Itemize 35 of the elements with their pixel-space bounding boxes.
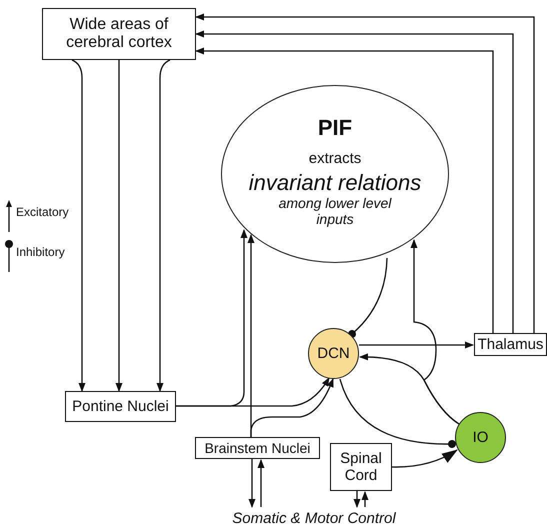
node-label: Spinal Cord [339, 450, 383, 484]
node-label: Thalamus [478, 336, 544, 354]
arrow [392, 449, 458, 468]
arrow [362, 491, 368, 507]
node-label: DCN [317, 344, 350, 362]
node-label: extracts [308, 150, 362, 168]
node-label: Brainstem Nuclei [204, 440, 310, 456]
circle-node [308, 328, 359, 379]
process-box [195, 437, 320, 459]
cortex-box [42, 8, 196, 60]
node-label: Wide areas of cerebral cortex [65, 16, 173, 52]
arrow [248, 459, 256, 508]
arrow [176, 229, 248, 407]
process-box [330, 443, 392, 491]
process-box [474, 333, 547, 356]
inhibitory-connector [339, 378, 456, 448]
process-box [65, 391, 176, 422]
arrow [72, 59, 86, 392]
node-label: IO [472, 428, 488, 446]
node-label: invariant relations [248, 170, 422, 195]
circle-node [455, 412, 506, 463]
arrow [359, 342, 474, 348]
node-label: among lower level inputs [278, 194, 393, 228]
inhibitory-connector [348, 258, 388, 338]
node-label: PIF [318, 114, 352, 140]
node-label: Somatic & Motor Control [226, 508, 402, 528]
node-label: Pontine Nuclei [72, 398, 169, 416]
arrow [156, 59, 170, 392]
arrow [250, 378, 334, 437]
arrow [410, 239, 460, 425]
arrow [116, 60, 122, 392]
legend-label: Excitatory [16, 205, 69, 219]
arrow [258, 459, 264, 507]
legend-label: Inhibitory [16, 245, 65, 259]
arrow [354, 491, 360, 508]
